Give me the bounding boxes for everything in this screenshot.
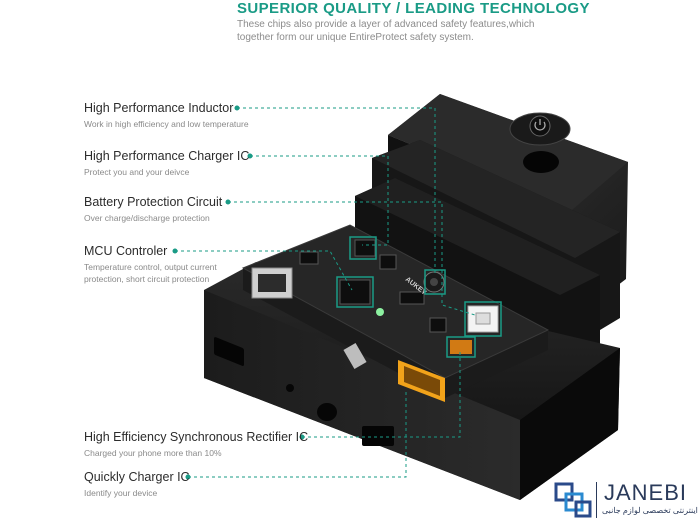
callout-title: Quickly Charger IC [84, 470, 190, 484]
middle-shells [355, 140, 620, 365]
callout-title: MCU Controler [84, 244, 168, 258]
brand-watermark: JANEBI فروشگاه اینترنتی تخصصی لوازم جانب… [552, 478, 700, 523]
callout-rectifier: High Efficiency Synchronous Rectifier IC… [84, 430, 308, 459]
brand-name: JANEBI [604, 480, 688, 505]
brand-logo-icon [554, 482, 592, 518]
callout-title: High Performance Charger IC [84, 149, 250, 163]
callout-battery-protection: Battery Protection Circuit Over charge/d… [84, 195, 222, 224]
callout-desc: Work in high efficiency and low temperat… [84, 119, 249, 129]
callout-title: High Efficiency Synchronous Rectifier IC [84, 430, 309, 444]
callout-desc: Temperature control, output current [84, 262, 217, 272]
callout-desc: Over charge/discharge protection [84, 213, 210, 223]
brand-divider [596, 482, 597, 518]
callout-quick-charger: Quickly Charger IC Identify your device [84, 470, 190, 499]
header-subtitle: These chips also provide a layer of adva… [237, 19, 535, 43]
callout-charger-ic: High Performance Charger IC Protect you … [84, 149, 249, 178]
pcb-board: AUKEY [241, 224, 550, 402]
leader-lines [175, 107, 476, 478]
callout-desc-2: protection, short circuit protection [84, 274, 210, 284]
callout-desc: Charged your phone more than 10% [84, 448, 222, 458]
callout-inductor: High Performance Inductor Work in high e… [84, 101, 249, 130]
header-title: SUPERIOR QUALITY / LEADING TECHNOLOGY [237, 0, 590, 17]
callout-mcu: MCU Controler Temperature control, outpu… [84, 244, 217, 285]
callout-title: Battery Protection Circuit [84, 195, 223, 209]
callout-desc: Identify your device [84, 488, 158, 498]
callout-desc: Protect you and your deivce [84, 167, 190, 177]
leader-dots [172, 105, 305, 480]
brand-tagline: فروشگاه اینترنتی تخصصی لوازم جانبی [602, 506, 700, 515]
callout-title: High Performance Inductor [84, 101, 234, 115]
